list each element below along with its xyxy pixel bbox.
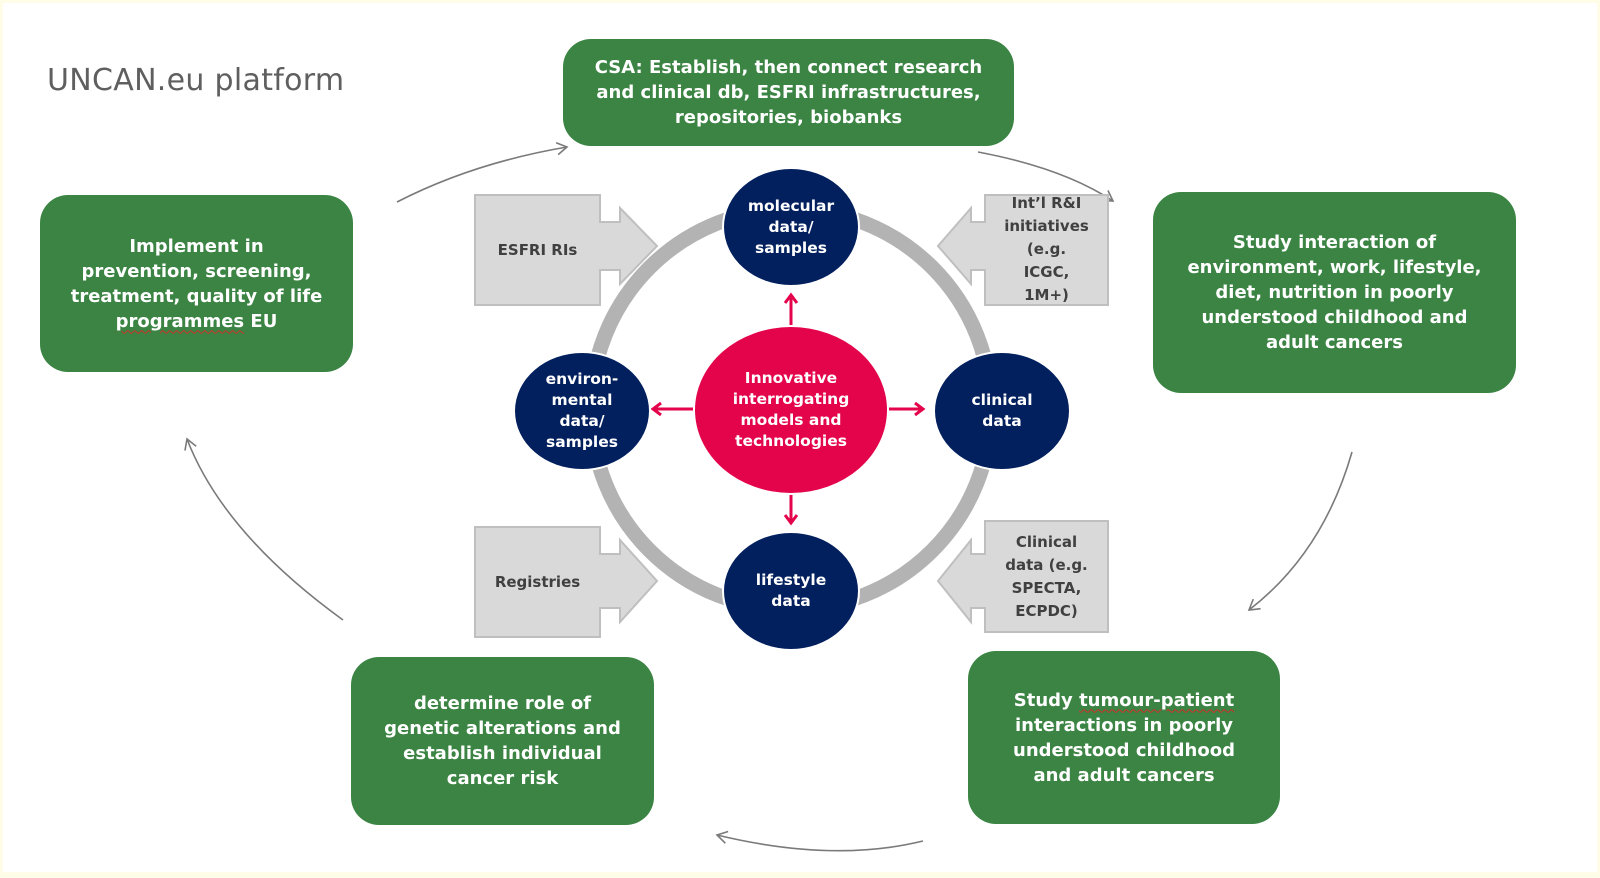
text-segment: Implement in prevention, screening, trea… bbox=[70, 235, 323, 307]
callout-esfri-ris: ESFRI RIs bbox=[497, 240, 578, 259]
spellcheck-flagged-word: programmes bbox=[115, 310, 245, 332]
process-box-study-environment: Study interaction of environment, work, … bbox=[1153, 192, 1516, 393]
node-lifestyle-data: lifestyle data bbox=[724, 533, 858, 649]
callout-shape-bottom-right bbox=[936, 520, 1109, 633]
text-segment: EU bbox=[244, 310, 278, 332]
callout-clinical-data-sources: Clinical data (e.g. SPECTA, ECPDC) bbox=[1005, 532, 1088, 620]
callout-shape-bottom-left bbox=[474, 526, 659, 638]
process-box-study-tumour: Study tumour-patient interactions in poo… bbox=[968, 651, 1280, 824]
cycle-connector-bottomleft-to-left bbox=[184, 437, 344, 621]
page-title: UNCAN.eu platform bbox=[47, 63, 345, 98]
node-clinical-data: clinical data bbox=[935, 353, 1069, 469]
process-box-establish-connect: CSA: Establish, then connect research an… bbox=[563, 39, 1014, 146]
cycle-connector-bottomright-to-bottomleft bbox=[715, 830, 924, 852]
process-box-implement: Implement in prevention, screening, trea… bbox=[40, 195, 353, 372]
cycle-connector-right-to-bottomright bbox=[1247, 451, 1353, 611]
node-environmental-data: environ- mental data/ samples bbox=[515, 353, 649, 469]
text-segment: interactions in poorly understood childh… bbox=[1013, 714, 1235, 786]
cycle-connector-left-to-top bbox=[396, 142, 569, 203]
diagram-canvas: UNCAN.eu platform CSA: Establish, then c… bbox=[3, 3, 1597, 872]
spellcheck-flagged-word: tumour-patient bbox=[1079, 689, 1235, 711]
process-box-study-environment-text: Study interaction of environment, work, … bbox=[1187, 232, 1482, 353]
process-box-genetic-risk: determine role of genetic alterations an… bbox=[351, 657, 654, 825]
process-box-establish-connect-text: CSA: Establish, then connect research an… bbox=[594, 57, 983, 128]
callout-shape-top-right bbox=[936, 194, 1109, 306]
node-molecular-data: molecular data/ samples bbox=[724, 169, 858, 285]
text-segment: Study bbox=[1013, 689, 1080, 711]
callout-shape-top-left bbox=[474, 194, 659, 306]
process-box-study-tumour-text: Study tumour-patient interactions in poo… bbox=[1013, 688, 1235, 788]
process-box-genetic-risk-text: determine role of genetic alterations an… bbox=[384, 693, 621, 789]
cycle-connector-top-to-right bbox=[977, 151, 1115, 202]
node-innovative-models: Innovative interrogating models and tech… bbox=[695, 327, 887, 493]
callout-registries: Registries bbox=[494, 572, 581, 591]
callout-intl-initiatives: Int’l R&I initiatives (e.g. ICGC, 1M+) bbox=[1004, 193, 1089, 304]
process-box-implement-text: Implement in prevention, screening, trea… bbox=[71, 234, 323, 334]
